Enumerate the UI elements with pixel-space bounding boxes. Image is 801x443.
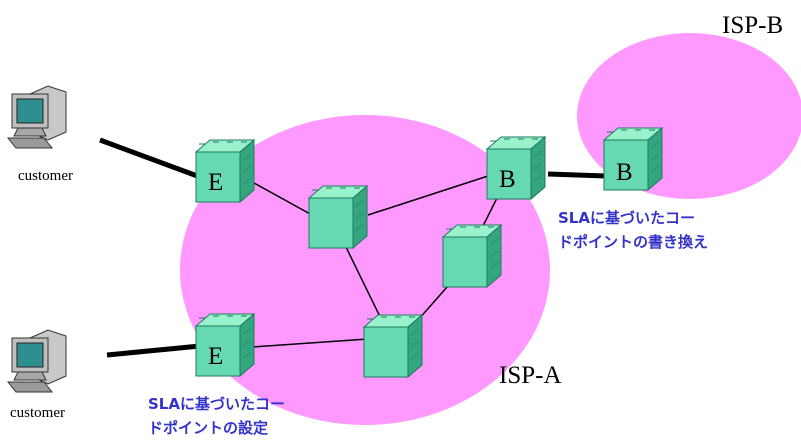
edge-marking-note: SLAに基づいたコー ドポイントの設定 (148, 392, 285, 440)
customer-label-bottom: customer (10, 405, 65, 421)
border-router-a: B (486, 136, 546, 200)
customer-pc-bottom-icon (7, 329, 67, 393)
customer-link-bottom (106, 343, 201, 358)
inter-isp-link (547, 171, 607, 179)
edge-marking-line1: SLAに基づいたコー (148, 395, 285, 413)
border-remark-line1: SLAに基づいたコー (558, 209, 695, 227)
border-remark-line2: ドポイントの書き換え (558, 233, 709, 251)
link-e2-lower (252, 338, 369, 348)
edge-router-bottom-label: E (208, 343, 223, 370)
core-router-center (308, 185, 368, 249)
customer-label-top: customer (18, 168, 73, 184)
core-router-right (442, 224, 502, 288)
edge-marking-line2: ドポイントの設定 (148, 419, 269, 437)
link-e1-core (244, 177, 313, 216)
edge-router-top-label: E (208, 169, 223, 196)
border-remark-note: SLAに基づいたコー ドポイントの書き換え (558, 206, 708, 254)
isp-b-label: ISP-B (722, 12, 784, 39)
link-core-lower (344, 244, 386, 328)
border-router-a-label: B (499, 166, 516, 193)
link-core-b (367, 175, 489, 216)
border-router-b-label: B (616, 159, 633, 186)
customer-pc-top-icon (7, 85, 67, 149)
border-router-b: B (603, 127, 663, 191)
isp-a-label: ISP-A (499, 362, 562, 389)
edge-router-bottom: E (195, 313, 255, 377)
customer-link-top (99, 137, 201, 180)
edge-router-top: E (195, 139, 255, 203)
core-router-lower (363, 314, 423, 378)
